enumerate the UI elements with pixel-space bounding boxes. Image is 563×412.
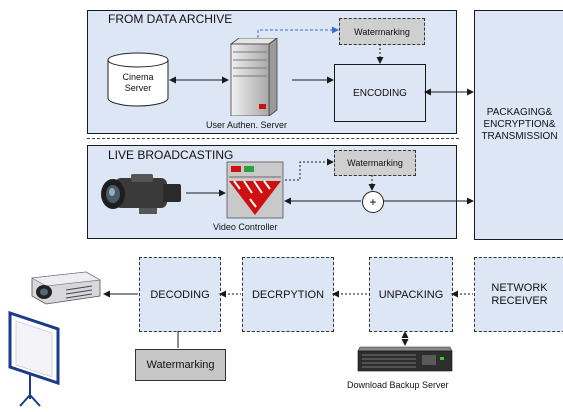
unpacking-box: UNPACKING [369,257,453,332]
section-divider [87,138,459,139]
network-receiver-label: NETWORK RECEIVER [491,281,548,307]
watermark-bottom-label: Watermarking [146,359,215,371]
user-auth-server [229,37,279,117]
arrow-auth-watermark [257,26,339,38]
mixer-plus-circle: + [362,191,384,213]
video-controller-label: Video Controller [213,222,278,232]
decoding-label: DECODING [150,288,210,301]
network-receiver-box: NETWORK RECEIVER [474,257,563,332]
watermark-bottom: Watermarking [135,349,226,381]
unpacking-label: UNPACKING [378,288,444,301]
video-controller [226,161,284,219]
server-tower-icon [229,37,279,117]
watermark-top: Watermarking [339,18,425,45]
watermark-live-label: Watermarking [347,158,403,168]
download-backup-server [356,345,454,373]
projection-screen [0,305,62,407]
video-controller-icon [226,161,284,219]
projection-screen-icon [8,310,60,407]
packaging-box: PACKAGING& ENCRYPTION& TRANSMISSION [474,10,563,240]
encoding-box: ENCODING [334,64,426,122]
download-backup-server-label: Download Backup Server [347,380,449,390]
rack-server-icon [357,346,453,372]
video-camera-icon [101,174,181,214]
decryption-label: DECRPYTION [251,288,325,301]
projector [26,270,102,308]
archive-title: FROM DATA ARCHIVE [108,12,233,26]
projector-icon [31,271,101,305]
user-auth-server-label: User Authen. Server [206,120,288,130]
plus-symbol: + [369,195,377,209]
decoding-box: DECODING [139,257,221,332]
packaging-label: PACKAGING& ENCRYPTION& TRANSMISSION [481,107,558,142]
video-camera [101,168,185,218]
cylinder-database-icon [107,52,169,107]
arrow-controller-watermark [285,158,334,181]
live-title: LIVE BROADCASTING [108,148,234,162]
cinema-server-label: Cinema Server [122,72,154,93]
cinema-server: Cinema Server [107,52,169,108]
watermark-live: Watermarking [334,150,416,176]
encoding-label: ENCODING [353,87,407,99]
watermark-top-label: Watermarking [354,26,410,37]
